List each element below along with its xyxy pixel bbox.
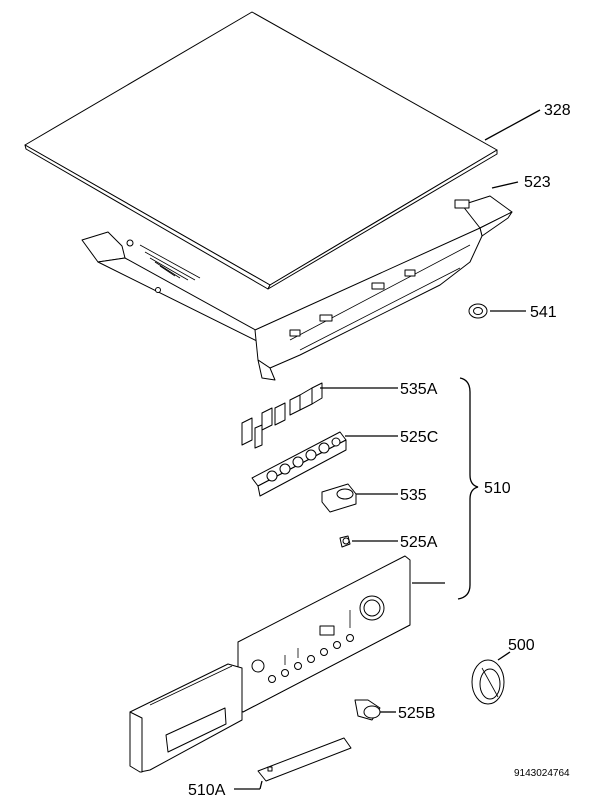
light-guides	[241, 382, 323, 449]
callout-535: 535	[400, 487, 427, 504]
small-button	[339, 535, 351, 548]
callout-510A: 510A	[188, 782, 226, 799]
callout-500: 500	[508, 637, 535, 654]
nameplate	[257, 737, 352, 782]
push-button	[354, 699, 381, 721]
callout-510: 510	[484, 480, 511, 497]
callout-535A: 535A	[400, 381, 438, 398]
callout-525C: 525C	[400, 429, 438, 446]
callout-541: 541	[530, 304, 557, 321]
document-number: 9143024764	[514, 768, 570, 779]
callout-525B: 525B	[398, 705, 435, 722]
callouts: 328 523 541 535A 525C 535 525A 510 500 5…	[188, 102, 571, 799]
leader-lines	[234, 109, 541, 790]
panel-frame	[81, 195, 513, 381]
knob	[471, 659, 505, 705]
control-fascia	[237, 555, 411, 713]
worktop-panel	[24, 11, 498, 290]
switch-board	[251, 431, 347, 497]
callout-525A: 525A	[400, 534, 438, 551]
drawer-front	[129, 663, 243, 773]
callout-328: 328	[544, 102, 571, 119]
callout-523: 523	[524, 174, 551, 191]
knob-ring	[468, 303, 488, 319]
display-module	[321, 483, 357, 513]
